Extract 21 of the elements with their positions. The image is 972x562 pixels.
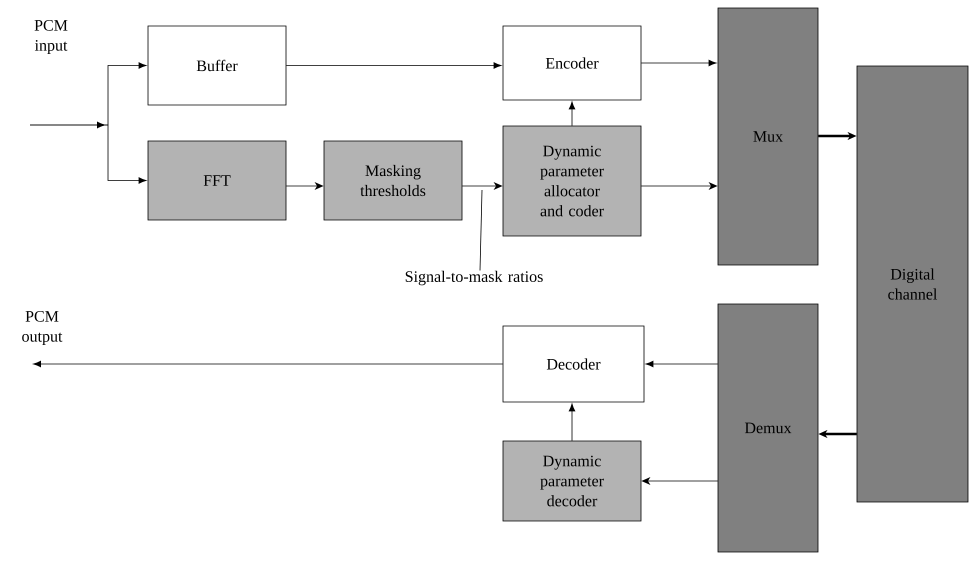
arrow (33, 360, 503, 368)
process-box: Mux (718, 8, 818, 266)
text-label: PCM output (22, 311, 62, 345)
arrow (568, 404, 576, 441)
process-box: Demux (718, 304, 818, 552)
process-box: Encoder (502, 26, 642, 100)
annotation-text: Signal-to-mask ratios (406, 270, 543, 286)
process-box: Digital channel (856, 66, 968, 502)
process-box: Masking thresholds (324, 140, 462, 220)
text-label: PCM input (34, 20, 68, 54)
process-box: Decoder (502, 326, 644, 402)
arrow (30, 122, 146, 184)
arrow (568, 102, 576, 126)
process-box: Dynamic parameter decoder (502, 440, 642, 522)
process-box: FFT (148, 140, 286, 220)
process-box: Dynamic parameter allocator and coder (502, 126, 642, 236)
arrow (646, 360, 718, 368)
leader-line (480, 190, 482, 271)
arrow (286, 62, 502, 69)
process-box: Buffer (148, 26, 286, 106)
arrow (641, 60, 716, 66)
